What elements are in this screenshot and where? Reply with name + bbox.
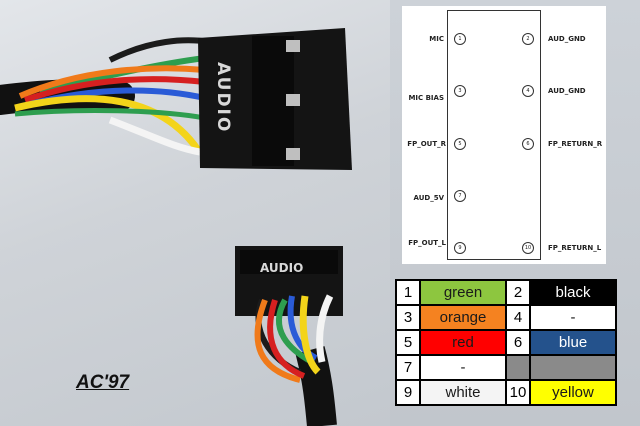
bottom-cable-bundle [254,294,337,426]
connector-label-top: AUDIO [213,62,233,133]
pin-number-cell: 2 [505,279,531,306]
wire-color-cell: blue [529,329,617,356]
pin-6-label: FP_RETURN_R [548,140,603,148]
wire-orange-top [18,65,206,99]
pin-5-label: FP_OUT_R [407,140,446,148]
pin-number-cell: 10 [505,379,531,406]
wire-color-cell: - [419,354,507,381]
pinout-diagram: 1 MIC 2 AUD_GND 3 MIC BIAS 4 AUD_GND 5 F… [402,6,606,264]
pin-number-cell: 9 [395,379,421,406]
wire-red-bottom [267,299,306,379]
pin-6: 6 [522,138,534,150]
pin-number-cell: 4 [505,304,531,331]
header-outline [447,10,541,260]
pin-number-cell: 7 [395,354,421,381]
wire-white-top [108,116,201,156]
connector-label-bottom: AUDIO [260,261,303,275]
pin-4: 4 [522,85,534,97]
wire-color-cell: orange [419,304,507,331]
bottom-connector: AUDIO [235,246,343,316]
wire-yellow-top [14,95,201,152]
pin-number-cell [505,354,531,381]
pin-10-label: FP_RETURN_L [548,244,602,252]
pin-1: 1 [454,33,466,45]
pin-number-cell: 1 [395,279,421,306]
wire-color-cell: yellow [529,379,617,406]
top-connector: AUDIO [198,28,352,170]
wire-orange-bottom [254,298,301,383]
caption-ac97: AC'97 [76,372,130,393]
wire-color-cell: red [419,329,507,356]
pin-2-label: AUD_GND [548,35,586,43]
pin-number-cell: 5 [395,329,421,356]
wire-color-cell [529,354,617,381]
pin-3: 3 [454,85,466,97]
pin-1-label: MIC [429,35,444,43]
pin-7-label: AUD_5V [413,194,445,202]
wire-color-cell: white [419,379,507,406]
pin-number-cell: 3 [395,304,421,331]
pin-number-cell: 6 [505,329,531,356]
pin-4-label: AUD_GND [548,87,586,95]
wire-red-top [24,76,206,103]
pin-9-label: FP_OUT_L [408,239,446,247]
pin-7: 7 [454,190,466,202]
wire-green2-top [14,108,206,121]
pin-5: 5 [454,138,466,150]
wire-green-bottom [276,298,314,365]
wire-color-cell: green [419,279,507,306]
pin-10: 10 [522,242,534,254]
pin-2: 2 [522,33,534,45]
wire-yellow-bottom [299,295,321,375]
top-cable-bundle [0,37,211,156]
table-row: 7- [395,354,617,381]
pin-3-label: MIC BIAS [408,94,444,102]
wire-color-cell: black [529,279,617,306]
wire-color-cell: - [529,304,617,331]
pin-9: 9 [454,242,466,254]
wire-white-bottom [316,294,334,363]
